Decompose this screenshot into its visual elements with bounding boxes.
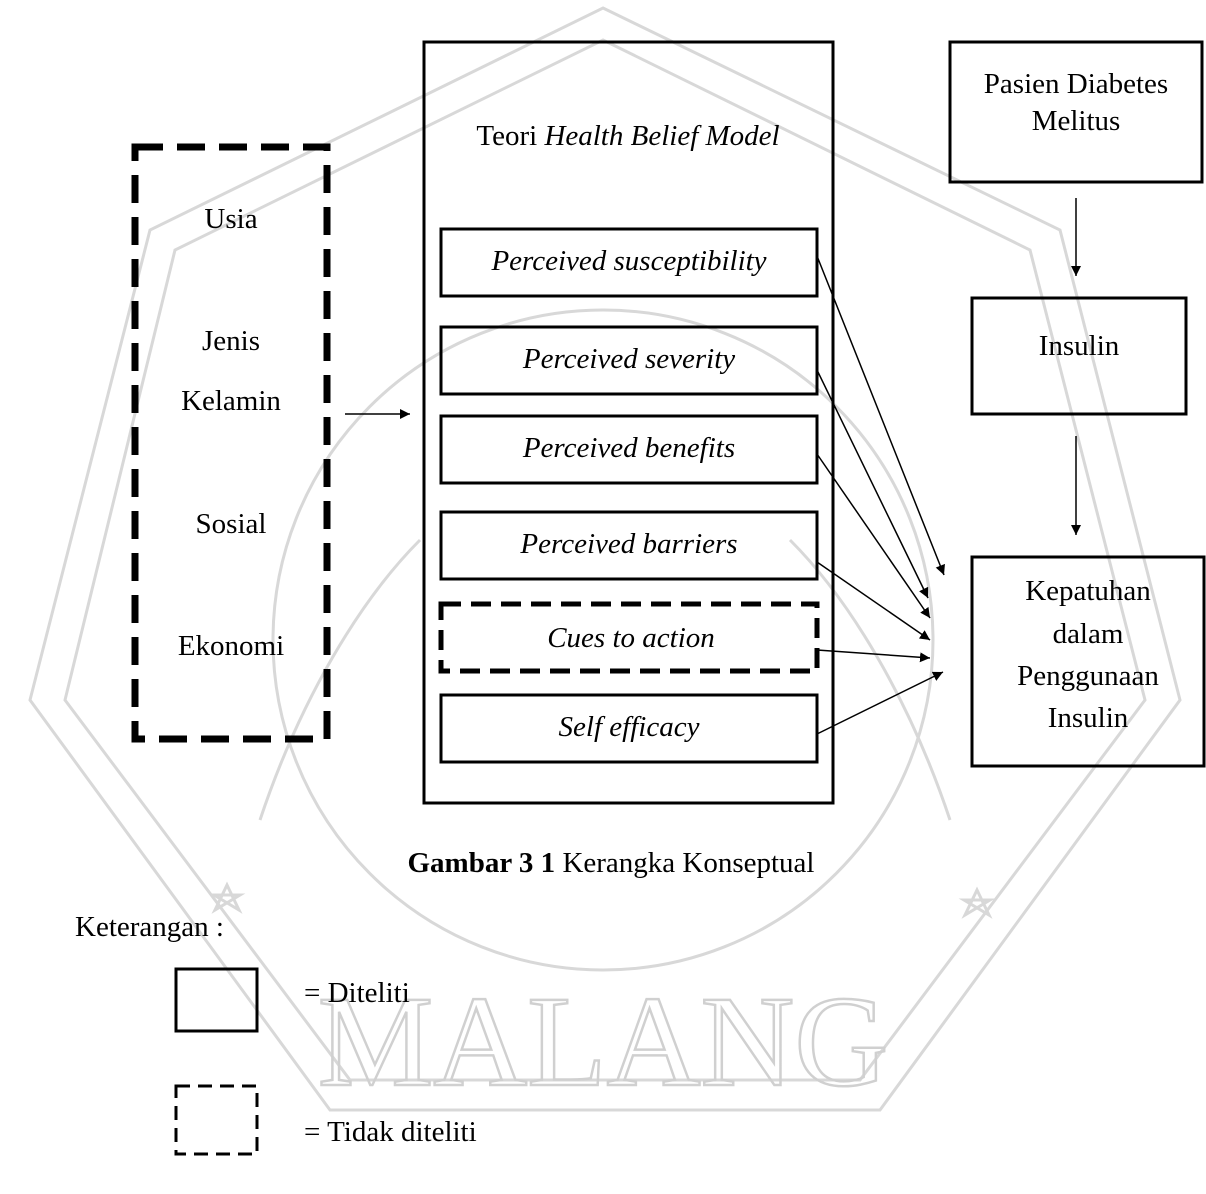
arrow-susceptibility-to-outcome — [816, 255, 945, 576]
outcome-box — [970, 555, 1206, 768]
arrow-severity-to-outcome — [816, 369, 929, 599]
component-label-benefits: Perceived benefits — [522, 432, 735, 464]
hbm-theory-box — [422, 40, 835, 805]
component-box-cues-to-action — [438, 601, 820, 674]
component-box-barriers — [439, 510, 819, 581]
factor-ekonomi: Ekonomi — [178, 630, 284, 662]
component-box-benefits — [439, 414, 819, 485]
insulin-label: Insulin — [1039, 330, 1120, 362]
component-box-susceptibility — [439, 227, 819, 298]
factor-usia: Usia — [204, 203, 257, 235]
factor-sosial: Sosial — [196, 508, 267, 540]
outcome-line4: Insulin — [1048, 702, 1129, 734]
demographic-factors-box — [131, 143, 331, 743]
component-label-cues-to-action: Cues to action — [547, 622, 715, 654]
legend-solid-swatch — [174, 967, 259, 1033]
legend-dashed-swatch — [174, 1084, 259, 1156]
legend-title: Keterangan : — [75, 911, 224, 943]
component-label-self-efficacy: Self efficacy — [559, 711, 700, 743]
caption-bold: Gambar 3 1 — [407, 847, 555, 879]
factor-jenis: Jenis — [202, 325, 260, 357]
patients-box — [948, 40, 1204, 184]
factor-kelamin: Kelamin — [181, 385, 281, 417]
legend-dashed-label: = Tidak diteliti — [304, 1116, 477, 1148]
legend-solid-label: = Diteliti — [304, 977, 410, 1009]
hbm-title-italic: Health Belief Model — [543, 120, 779, 152]
component-label-barriers: Perceived barriers — [519, 528, 737, 560]
arrow-barriers-to-outcome — [816, 561, 931, 641]
component-label-susceptibility: Perceived susceptibility — [490, 245, 766, 277]
outcome-line1: Kepatuhan — [1025, 575, 1151, 607]
figure-caption: Gambar 3 1 Kerangka Konseptual — [407, 847, 814, 879]
patients-line1: Pasien Diabetes — [984, 68, 1168, 100]
component-box-severity — [439, 325, 819, 396]
watermark-seal: MALANG — [28, 6, 1182, 1115]
watermark-text: MALANG — [318, 970, 889, 1114]
caption-text: Kerangka Konseptual — [555, 847, 814, 879]
outcome-line3: Penggunaan — [1017, 660, 1159, 692]
arrow-cues-to-outcome — [816, 649, 931, 663]
arrow-self-efficacy-to-outcome — [816, 671, 944, 735]
hbm-title: Teori Health Belief Model — [476, 120, 779, 152]
patients-line2: Melitus — [1032, 105, 1121, 137]
insulin-box — [970, 296, 1188, 416]
outcome-line2: dalam — [1053, 618, 1124, 650]
hbm-title-prefix: Teori — [476, 120, 544, 152]
component-label-severity: Perceived severity — [522, 343, 735, 375]
arrow-benefits-to-outcome — [816, 453, 931, 619]
component-box-self-efficacy — [439, 693, 819, 764]
